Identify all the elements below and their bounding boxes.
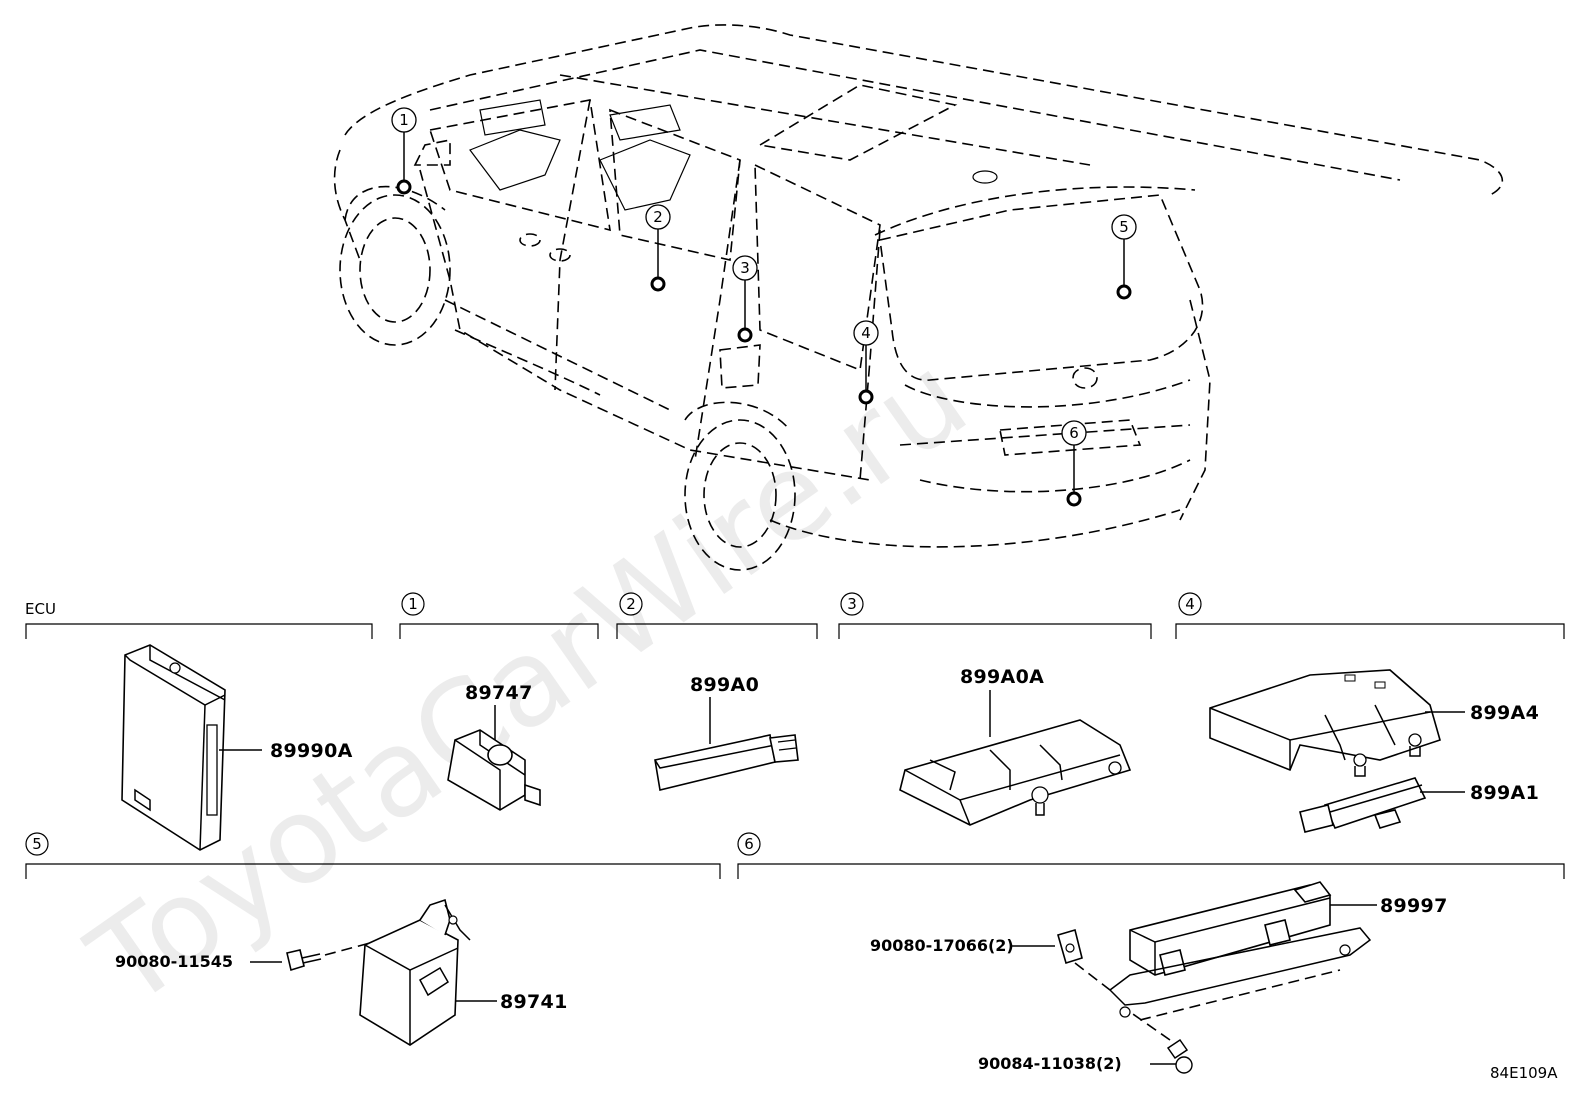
callout-5: 5	[1119, 218, 1129, 236]
part-number-90080-17066: 90080-17066(2)	[870, 936, 1014, 955]
part-number-89741: 89741	[500, 991, 568, 1013]
ecu-title: ECU	[25, 600, 56, 618]
part-number-89747: 89747	[465, 682, 533, 704]
part-89747[interactable]: 89747	[447, 682, 541, 811]
part-899a0[interactable]: 899A0	[654, 674, 799, 791]
part-number-90080-11545: 90080-11545	[115, 952, 233, 971]
part-number-89997: 89997	[1380, 895, 1448, 917]
group-1-num: 1	[408, 595, 418, 613]
part-89741[interactable]: 89741	[359, 898, 568, 1046]
callout-6: 6	[1069, 424, 1079, 442]
callout-1: 1	[399, 111, 409, 129]
part-number-89990a: 89990A	[270, 740, 353, 762]
vehicle-callouts: 1 2 3 4 5 6	[391, 107, 1137, 507]
part-number-90084-11038: 90084-11038(2)	[978, 1054, 1122, 1073]
group-4-num: 4	[1185, 595, 1195, 613]
part-90080-17066[interactable]: 90080-17066(2)	[870, 928, 1111, 991]
callout-2: 2	[653, 208, 663, 226]
part-90084-11038[interactable]: 90084-11038(2)	[978, 969, 1341, 1074]
diagram-code: 84E109A	[1490, 1064, 1558, 1082]
part-number-899a1: 899A1	[1470, 782, 1539, 804]
part-899a4[interactable]: 899A4	[1209, 669, 1539, 777]
group-2-num: 2	[626, 595, 636, 613]
callout-3: 3	[740, 259, 750, 277]
group-6-num: 6	[744, 835, 754, 853]
callout-4: 4	[861, 324, 871, 342]
part-number-899a0a: 899A0A	[960, 666, 1044, 688]
group-5-num: 5	[32, 835, 42, 853]
group-brackets: ECU 1 2 3 4 5 6	[25, 592, 1565, 879]
part-89997[interactable]: 89997	[1108, 881, 1448, 1018]
part-number-899a0: 899A0	[690, 674, 759, 696]
part-number-899a4: 899A4	[1470, 702, 1539, 724]
vehicle-outline	[333, 24, 1504, 571]
group-3-num: 3	[847, 595, 857, 613]
part-ecu-89990a[interactable]: 89990A	[121, 644, 353, 851]
part-899a1[interactable]: 899A1	[1299, 777, 1539, 833]
part-90080-11545[interactable]: 90080-11545	[115, 934, 401, 972]
part-899a0a[interactable]: 899A0A	[899, 666, 1132, 826]
